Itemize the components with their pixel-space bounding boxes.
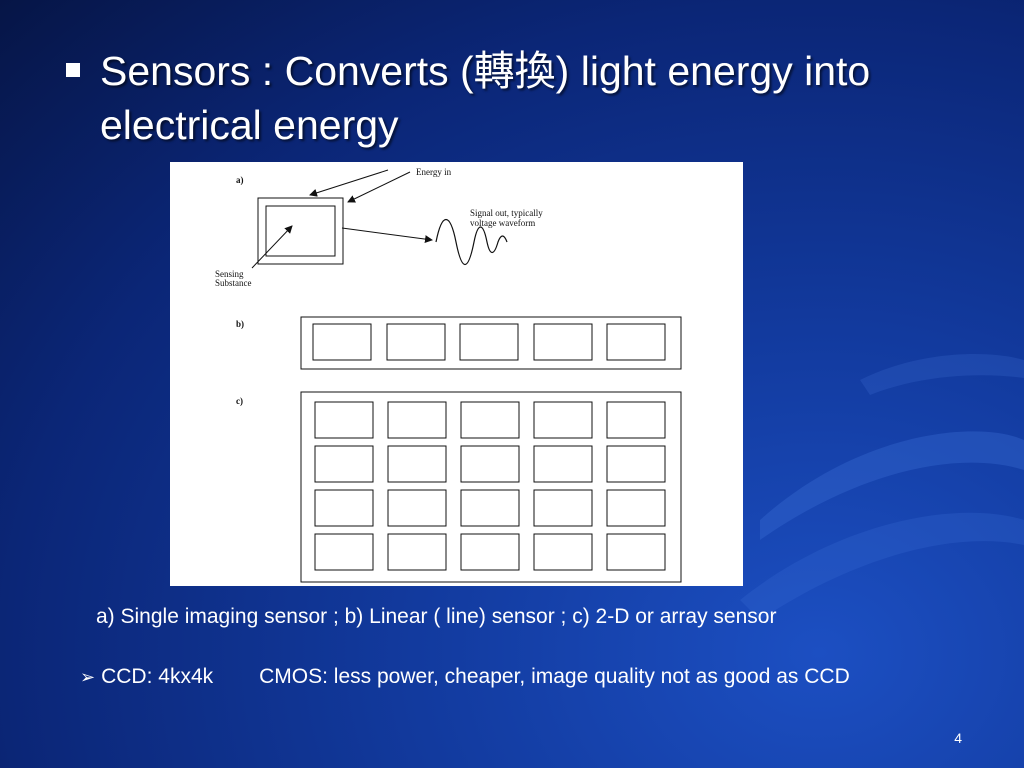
slide-title: Sensors : Converts (轉換) light energy int… <box>66 44 986 152</box>
label-a: a) <box>236 175 244 185</box>
energy-arrow-1 <box>309 169 389 197</box>
single-sensor-outer <box>257 197 344 265</box>
single-sensor-inner <box>265 205 336 257</box>
voltage-waveform <box>435 219 508 265</box>
label-b: b) <box>236 319 244 329</box>
sensing-arrow <box>251 225 293 269</box>
sensor-diagram: a) Energy in Signal out, typically volta… <box>215 167 682 583</box>
array-sensor-cells <box>314 401 666 571</box>
figure-caption: a) Single imaging sensor ; b) Linear ( l… <box>96 605 777 628</box>
linear-sensor-cells <box>312 323 666 361</box>
page-number: 4 <box>954 730 962 746</box>
signal-out-label-1: Signal out, typically <box>470 208 543 218</box>
signal-arrow <box>341 227 433 244</box>
signal-out-label-2: voltage waveform <box>470 218 535 228</box>
sensing-label-1: Sensing <box>215 269 244 279</box>
title-line-2: electrical energy <box>100 102 399 148</box>
sensing-label-2: Substance <box>215 278 252 288</box>
sensor-figure: a) Energy in Signal out, typically volta… <box>170 162 743 586</box>
cmos-note: CMOS: less power, cheaper, image quality… <box>259 665 850 688</box>
linear-sensor-frame <box>300 316 682 370</box>
array-sensor-frame <box>300 391 682 583</box>
title-line-1: Sensors : Converts (轉換) light energy int… <box>100 48 871 94</box>
energy-arrow-2 <box>347 171 411 203</box>
ccd-cmos-note: ➢CCD: 4kx4k CMOS: less power, cheaper, im… <box>80 665 850 689</box>
square-bullet-icon <box>66 63 80 77</box>
energy-in-label: Energy in <box>416 167 452 177</box>
arrow-bullet-icon: ➢ <box>80 667 96 687</box>
label-c: c) <box>236 396 243 406</box>
ccd-note: CCD: 4kx4k <box>101 665 214 688</box>
